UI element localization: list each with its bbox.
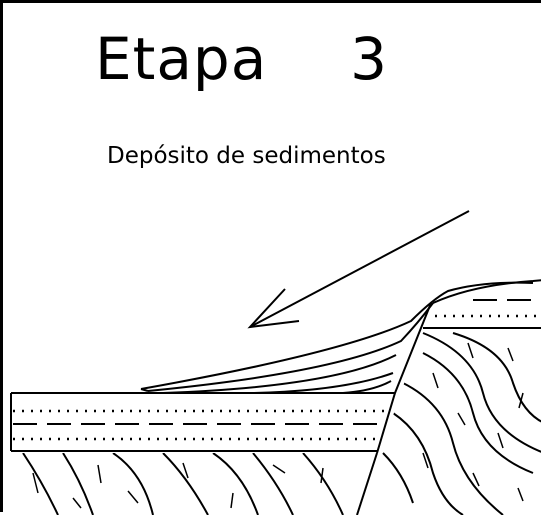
basement-rock-left [22, 453, 344, 515]
stage-subtitle: Depósito de sedimentos [107, 143, 386, 169]
deposition-arrow [247, 210, 470, 329]
fault-scarp [356, 302, 432, 515]
basement-rock-right [382, 332, 541, 515]
sediment-layer-right [423, 279, 541, 329]
sediment-wedge [140, 281, 534, 394]
stage-title: Etapa 3 [95, 25, 389, 93]
geologic-cross-section [10, 210, 541, 515]
layer-dots [13, 314, 541, 441]
sediment-layer-left [10, 392, 395, 452]
